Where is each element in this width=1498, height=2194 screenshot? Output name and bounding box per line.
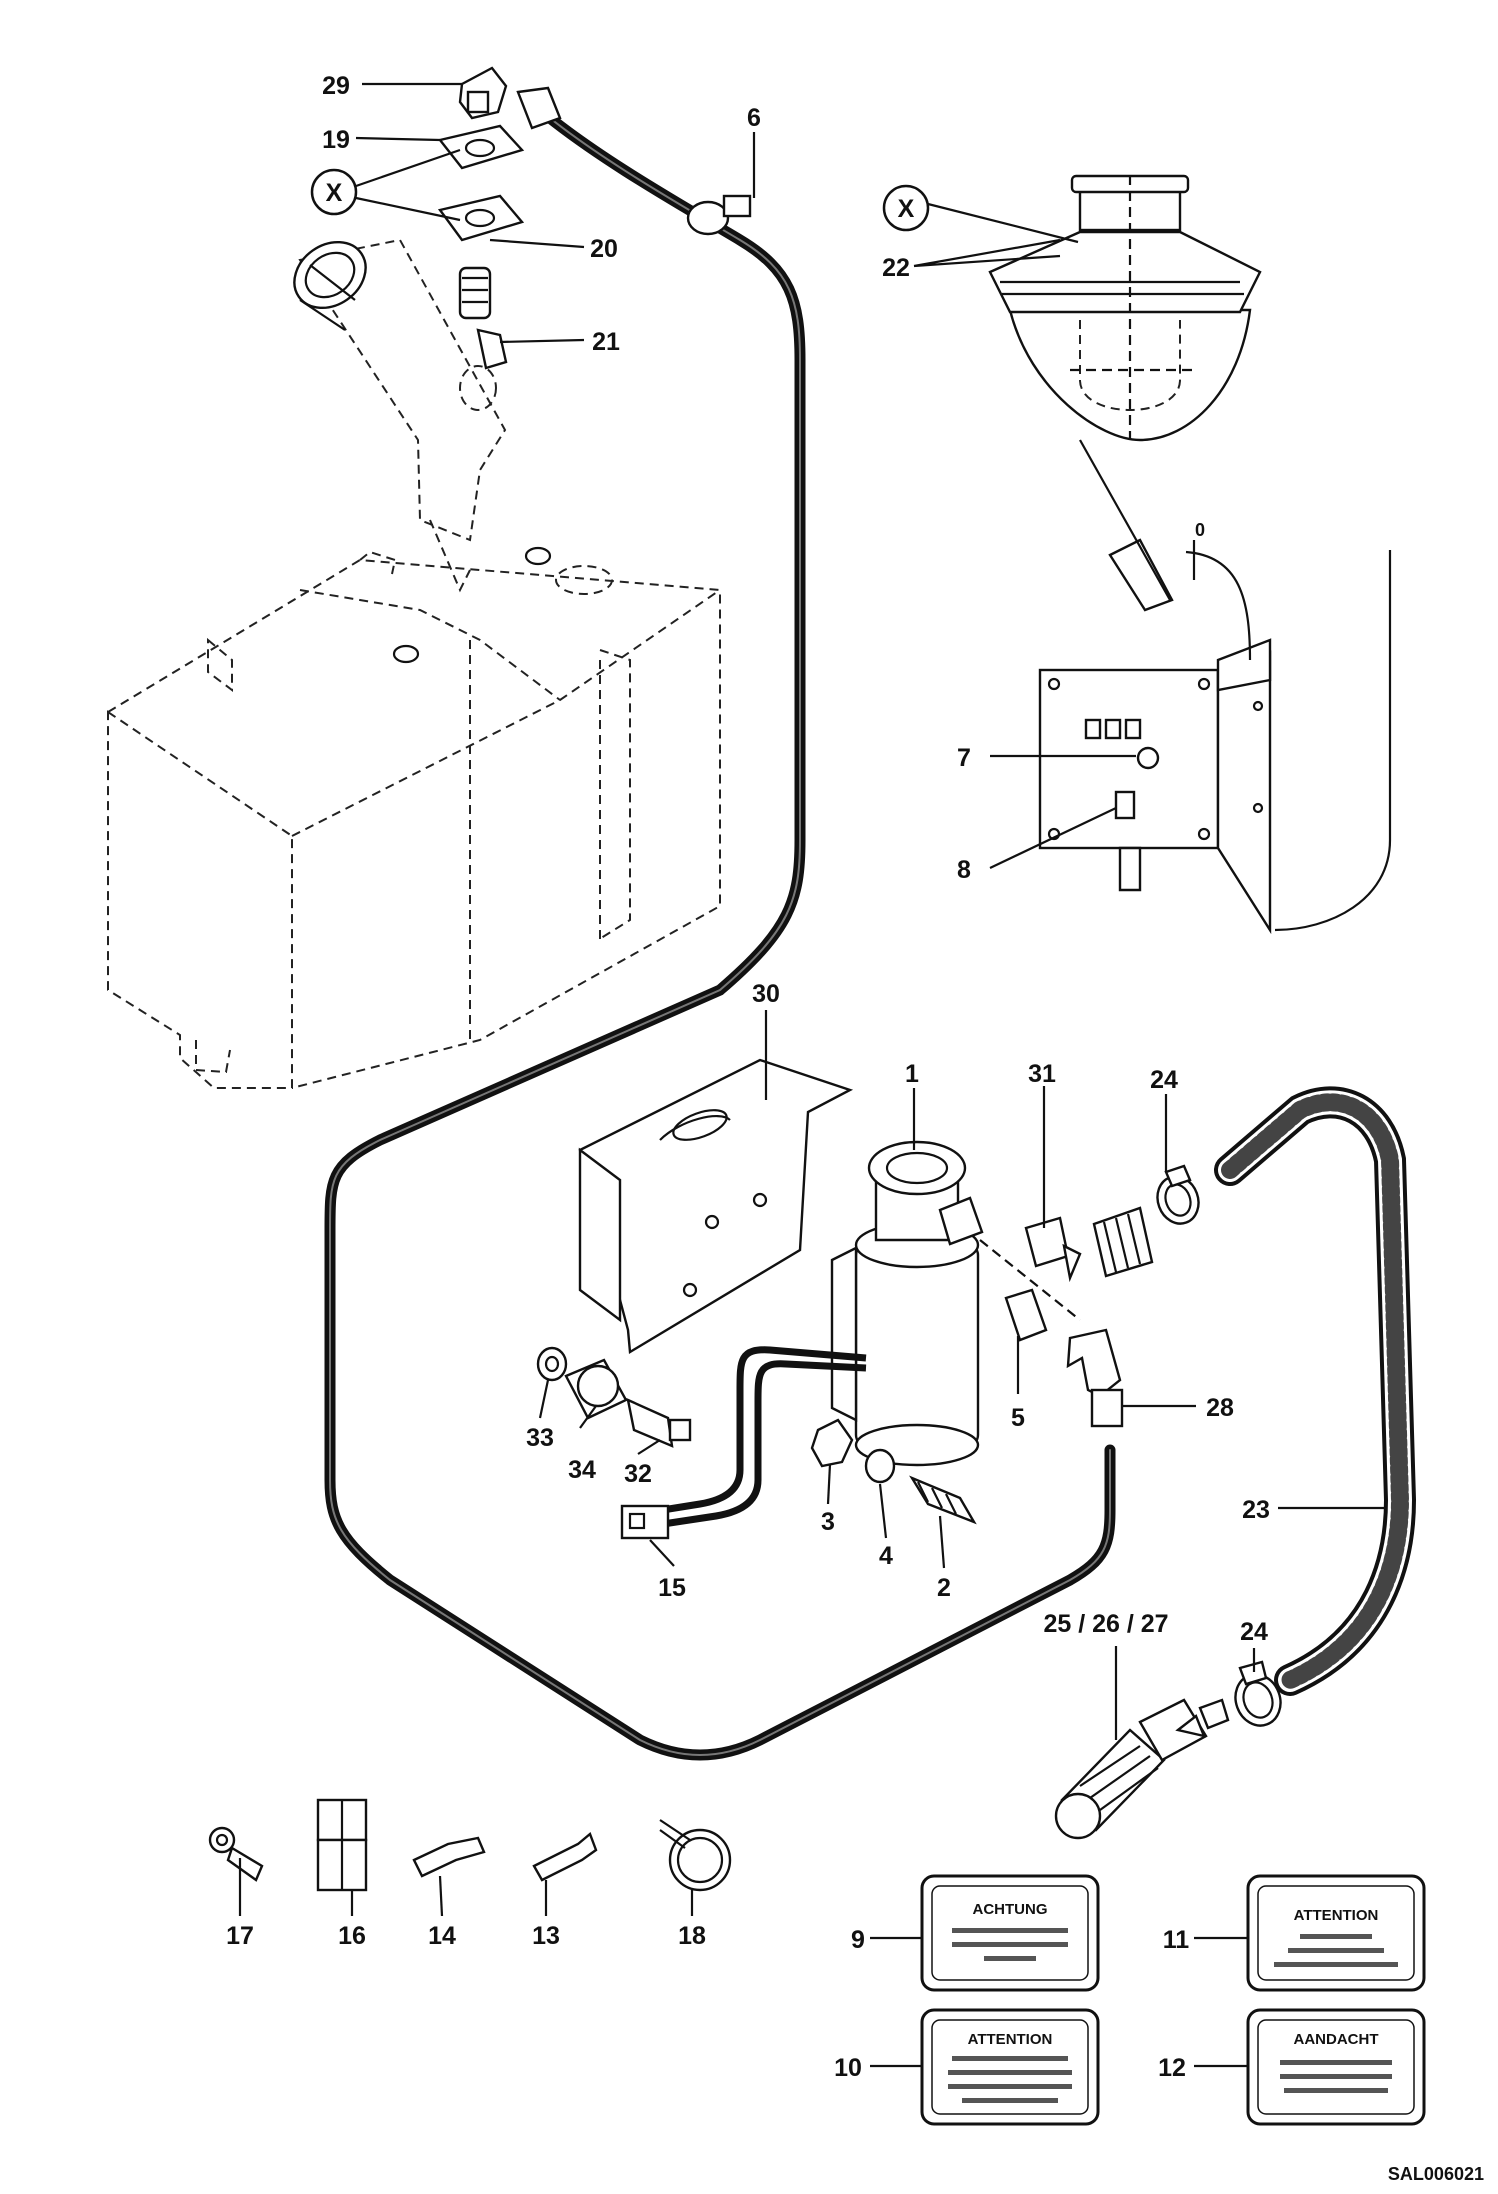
fuel-hose [324,86,1116,1761]
electrical-parts [208,1798,732,1892]
callout-0: 0 [1195,520,1205,540]
drawing-code: SAL006021 [1388,2164,1484,2184]
pump-mount-detail [988,174,1262,442]
callout-5: 5 [1011,1404,1025,1432]
callout-10: 10 [834,2054,862,2082]
wiring-harness [620,1346,867,1540]
detail-marker-left: X [310,148,461,222]
warning-plates: ACHTUNG ATTENTION ATTENTION AANDACHT [920,1874,1426,2126]
callout-11: 11 [1163,1926,1190,1954]
control-box [1038,439,1392,935]
plate-12-title: AANDACHT [1294,2031,1379,2048]
fuel-tank [107,238,721,1089]
callout-18: 18 [678,1922,706,1950]
callout-30: 30 [752,980,780,1008]
detail-marker-left-label: X [326,179,343,207]
fuel-pump [830,1140,1154,1467]
callout-12: 12 [1158,2054,1186,2082]
callout-9: 9 [851,1926,865,1954]
warning-plate-12: AANDACHT [1246,2008,1426,2126]
callout-22: 22 [882,254,910,282]
callout-34: 34 [568,1456,596,1484]
callout-31: 31 [1028,1060,1056,1088]
callout-14: 14 [428,1922,456,1950]
callout-1: 1 [905,1060,919,1088]
callout-16: 16 [338,1922,366,1950]
plate-9-title: ACHTUNG [973,1901,1048,1918]
leader-lines [238,82,1386,2068]
warning-plate-11: ATTENTION [1246,1874,1426,1992]
callout-32: 32 [624,1460,652,1488]
warning-plate-9: ACHTUNG [920,1874,1100,1992]
callout-4: 4 [879,1542,893,1570]
callout-7: 7 [957,744,971,772]
callout-15: 15 [658,1574,686,1602]
callout-23: 23 [1242,1496,1270,1524]
bracket [578,1058,854,1355]
callout-33: 33 [526,1424,554,1452]
callout-8: 8 [957,856,971,884]
callout-2: 2 [937,1574,951,1602]
suction-strainer [1054,1698,1230,1840]
braided-hose [1156,1086,1417,1727]
callout-24-bottom: 24 [1240,1618,1268,1646]
callout-21: 21 [592,328,620,356]
hardware [536,1346,977,1525]
callout-3: 3 [821,1508,835,1536]
callout-24-top: 24 [1150,1066,1178,1094]
callout-28: 28 [1206,1394,1234,1422]
callout-25-26-27: 25 / 26 / 27 [1043,1610,1168,1638]
callout-17: 17 [226,1922,254,1950]
plate-10-title: ATTENTION [968,2031,1053,2048]
detail-marker-right-label: X [898,195,915,223]
detail-marker-right: X [882,184,1079,244]
callout-19: 19 [322,126,350,154]
callout-13: 13 [532,1922,560,1950]
callout-29: 29 [322,72,350,100]
callout-6: 6 [747,104,761,132]
callout-20: 20 [590,235,618,263]
warning-plate-10: ATTENTION [920,2008,1100,2126]
sender-fittings [437,66,525,370]
plate-11-title: ATTENTION [1294,1907,1379,1924]
callout-labels: 29 19 20 21 6 22 0 7 8 30 1 31 24 5 28 3… [226,72,1270,2082]
